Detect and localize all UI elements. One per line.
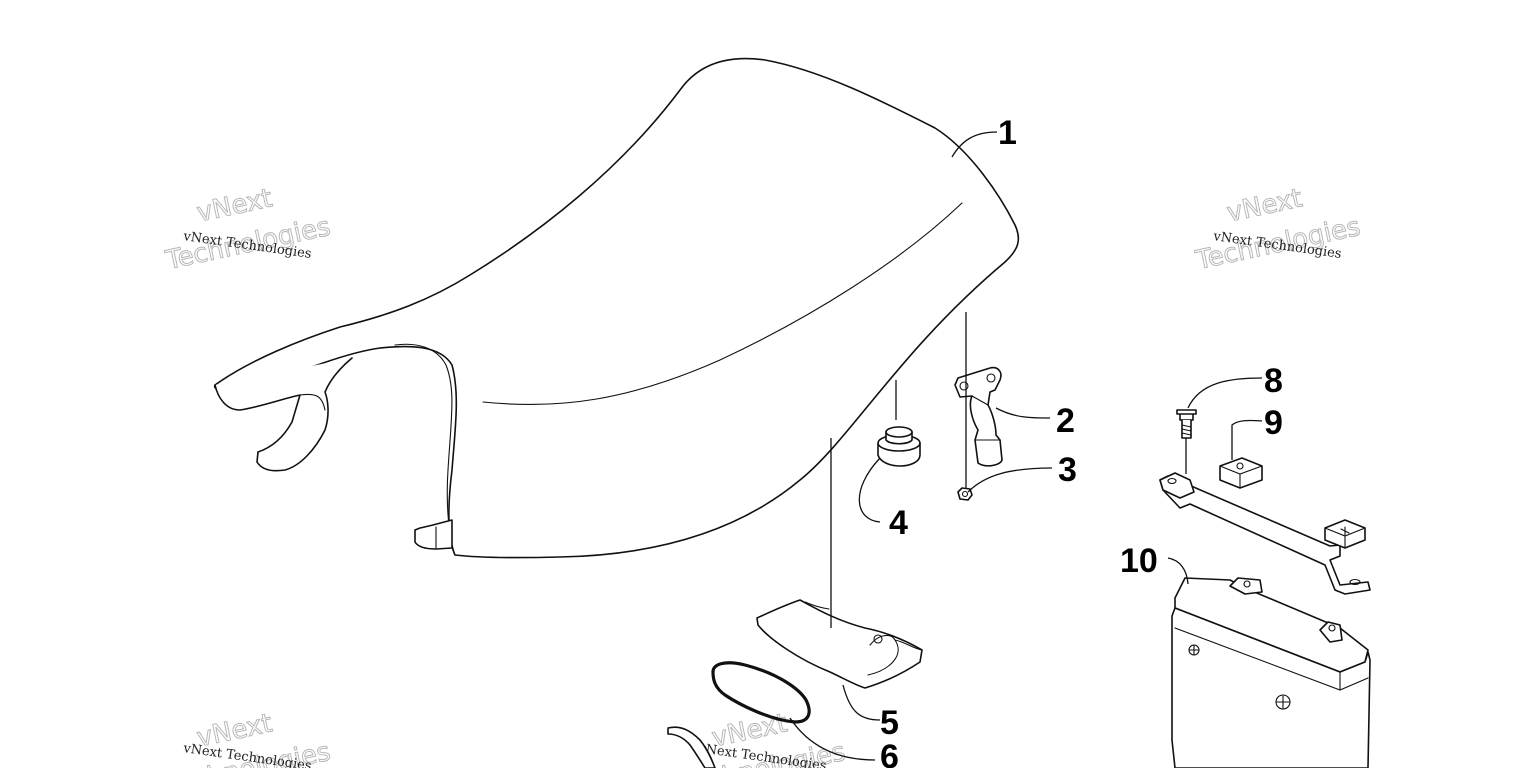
strap-part[interactable] bbox=[711, 661, 811, 724]
leader-2 bbox=[995, 407, 1051, 419]
bumper-part[interactable] bbox=[877, 426, 921, 467]
leader-5 bbox=[842, 684, 881, 721]
callout-9: 9 bbox=[1264, 404, 1283, 442]
bolt-part[interactable] bbox=[1176, 409, 1197, 439]
callout-5: 5 bbox=[880, 704, 899, 742]
callout-3: 3 bbox=[1058, 451, 1077, 489]
battery-part[interactable] bbox=[1171, 577, 1371, 768]
svg-text:vNext: vNext bbox=[1224, 183, 1305, 228]
seat-part[interactable] bbox=[214, 57, 1020, 559]
leader-3 bbox=[967, 467, 1053, 493]
leader-8 bbox=[1187, 377, 1263, 409]
latch-bracket-part[interactable] bbox=[954, 366, 1003, 467]
callout-4: 4 bbox=[889, 504, 908, 542]
callout-6: 6 bbox=[880, 738, 899, 768]
hook-part[interactable] bbox=[667, 726, 716, 768]
leader-9 bbox=[1231, 419, 1263, 460]
callout-8: 8 bbox=[1264, 362, 1283, 400]
cover-part[interactable] bbox=[756, 599, 923, 689]
leader-4 bbox=[858, 457, 881, 523]
leader-6 bbox=[789, 717, 876, 761]
callout-1: 1 bbox=[998, 114, 1017, 152]
callout-10: 10 bbox=[1120, 542, 1158, 580]
svg-text:vNext: vNext bbox=[194, 183, 275, 228]
bracket-part[interactable] bbox=[1159, 457, 1371, 595]
callout-2: 2 bbox=[1056, 402, 1075, 440]
leader-1 bbox=[951, 131, 998, 158]
leader-10 bbox=[1167, 557, 1189, 585]
